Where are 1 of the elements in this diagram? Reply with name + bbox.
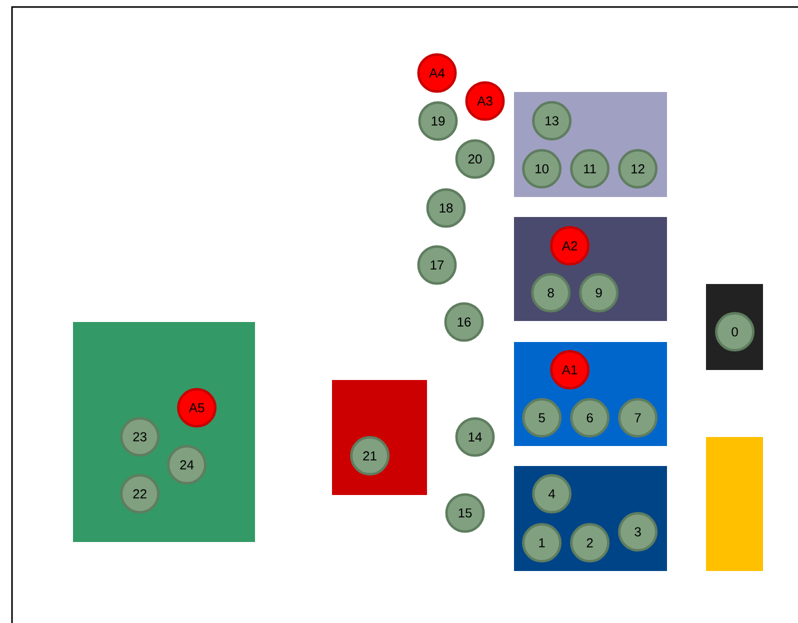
zone-rectangle bbox=[706, 437, 763, 571]
